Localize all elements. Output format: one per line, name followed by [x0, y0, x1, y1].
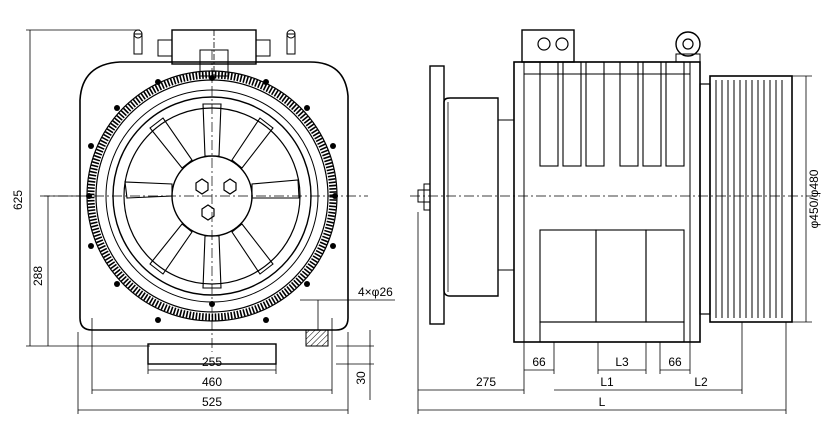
dim-length-l1: L1: [600, 375, 614, 389]
dim-overall-width: 525: [202, 395, 222, 409]
junction-box: [521, 29, 575, 63]
terminal-box: [133, 29, 296, 77]
dim-length-l2: L2: [694, 375, 708, 389]
cooling-fins-upper: [539, 61, 685, 167]
cooling-fins-lower: [539, 229, 685, 323]
dim-base-thickness: 30: [354, 371, 368, 385]
lifting-eye: [675, 31, 701, 63]
motor-body: [513, 61, 701, 343]
motor-housing: [79, 61, 349, 331]
brake-disc: [429, 65, 445, 325]
traction-sheave: [699, 75, 793, 323]
front-view: [40, 29, 368, 365]
side-view: [410, 29, 820, 343]
side-dimension-lines: [417, 75, 812, 414]
dim-height-total: 625: [11, 190, 25, 210]
dim-mount-holes: 4×φ26: [358, 285, 393, 299]
dim-sheave-diameter: φ450/φ480: [807, 169, 821, 228]
dim-segment-right: 66: [668, 355, 682, 369]
dim-length-l3: L3: [615, 355, 629, 369]
brake-housing: [443, 97, 499, 297]
dim-segment-left: 66: [532, 355, 546, 369]
dim-mount-spacing: 460: [202, 375, 222, 389]
dim-length-total: L: [599, 395, 606, 409]
hub-bolts: [195, 178, 237, 221]
dim-bolt-spacing: 255: [202, 355, 222, 369]
dim-brake-offset: 275: [476, 375, 496, 389]
dim-shaft-height: 288: [31, 266, 45, 286]
front-dimension-lines: [26, 29, 395, 414]
perimeter-bolts: [86, 75, 338, 323]
